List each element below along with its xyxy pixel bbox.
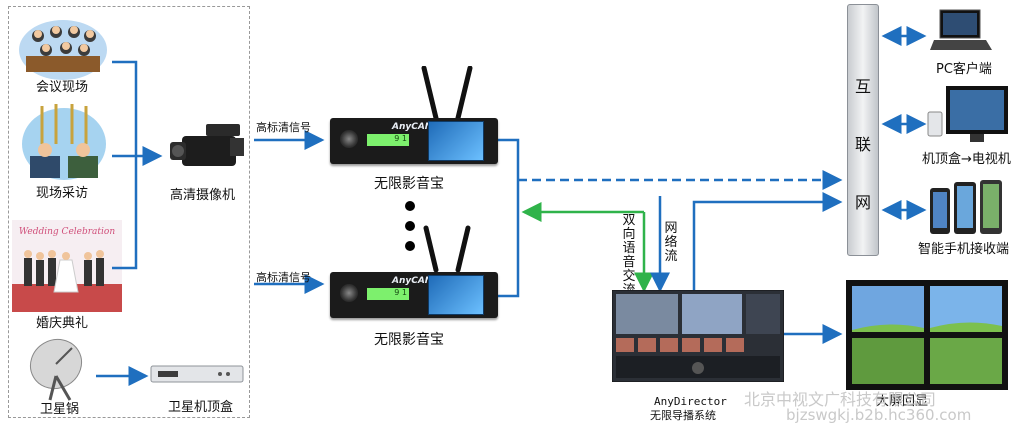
encoder-touch-panel bbox=[428, 121, 484, 161]
network-stream-label: 网 络 流 bbox=[664, 221, 678, 264]
stb-tv-icon bbox=[927, 86, 1008, 142]
encoder-brand: AnyCAMBOX bbox=[392, 276, 455, 286]
screen-wall bbox=[846, 280, 1008, 390]
meeting-illustration bbox=[19, 20, 107, 80]
encoder-device-bottom: AnyCAMBOX 9 1 bbox=[330, 272, 498, 318]
satellite-box-label: 卫星机顶盒 bbox=[168, 400, 234, 415]
watermark-url: bjzswgkj.b2b.hc360.com bbox=[786, 406, 972, 424]
encoder-lcd: 9 1 bbox=[367, 134, 409, 146]
stb-tv-label: 机顶盒→电视机 bbox=[922, 152, 1011, 167]
camera-label: 高清摄像机 bbox=[170, 188, 236, 203]
more-devices-dots bbox=[405, 201, 415, 251]
internet-char-1: 互 bbox=[854, 77, 871, 96]
internet-char-3: 网 bbox=[854, 193, 871, 212]
satellite-dish-label: 卫星锅 bbox=[40, 402, 80, 417]
interview-label: 现场采访 bbox=[36, 186, 89, 201]
source-group-frame bbox=[8, 6, 250, 418]
laptop-icon bbox=[930, 9, 992, 50]
encoder-label-bottom: 无限影音宝 bbox=[374, 332, 444, 348]
encoder-label-top: 无限影音宝 bbox=[374, 176, 444, 192]
encoder-antennas-top bbox=[421, 66, 473, 121]
signal-label-top: 高标清信号 bbox=[256, 121, 311, 134]
wedding-banner-text: Wedding Celebration bbox=[19, 227, 115, 237]
wedding-illustration: Wedding Celebration bbox=[12, 220, 122, 312]
satellite-dish-icon bbox=[29, 338, 83, 401]
director-name: AnyDirector bbox=[654, 395, 727, 408]
encoder-antennas-bottom bbox=[423, 225, 471, 273]
source-bracket-line bbox=[112, 60, 138, 270]
encoder-device-top: AnyCAMBOX 9 1 bbox=[330, 118, 498, 164]
director-subtitle: 无限导播系统 bbox=[650, 409, 716, 422]
internet-pillar: 互 联 网 bbox=[847, 4, 879, 256]
watermark-company: 北京中视文广科技有限公司 bbox=[744, 390, 937, 409]
screen-wall-label: 大屏回显 bbox=[876, 394, 929, 409]
interview-illustration bbox=[22, 104, 106, 180]
pc-client-label: PC客户端 bbox=[936, 62, 992, 77]
internet-char-2: 联 bbox=[854, 135, 871, 154]
mobile-client-label: 智能手机接收端 bbox=[918, 242, 1010, 257]
wedding-label: 婚庆典礼 bbox=[36, 316, 89, 331]
encoder-lcd: 9 1 bbox=[367, 288, 409, 300]
meeting-label: 会议现场 bbox=[36, 80, 89, 95]
smartphones-icon bbox=[930, 180, 1002, 234]
encoder-knob bbox=[340, 130, 358, 148]
signal-label-bottom: 高标清信号 bbox=[256, 271, 311, 284]
satellite-box-icon bbox=[150, 365, 244, 383]
encoder-knob bbox=[340, 284, 358, 302]
encoder-brand: AnyCAMBOX bbox=[392, 122, 455, 132]
encoder-touch-panel bbox=[428, 275, 484, 315]
two-way-audio-label: 双 向 语 音 交 流 bbox=[622, 213, 636, 298]
hd-camera-icon bbox=[170, 124, 244, 166]
director-software-screenshot bbox=[612, 290, 784, 382]
